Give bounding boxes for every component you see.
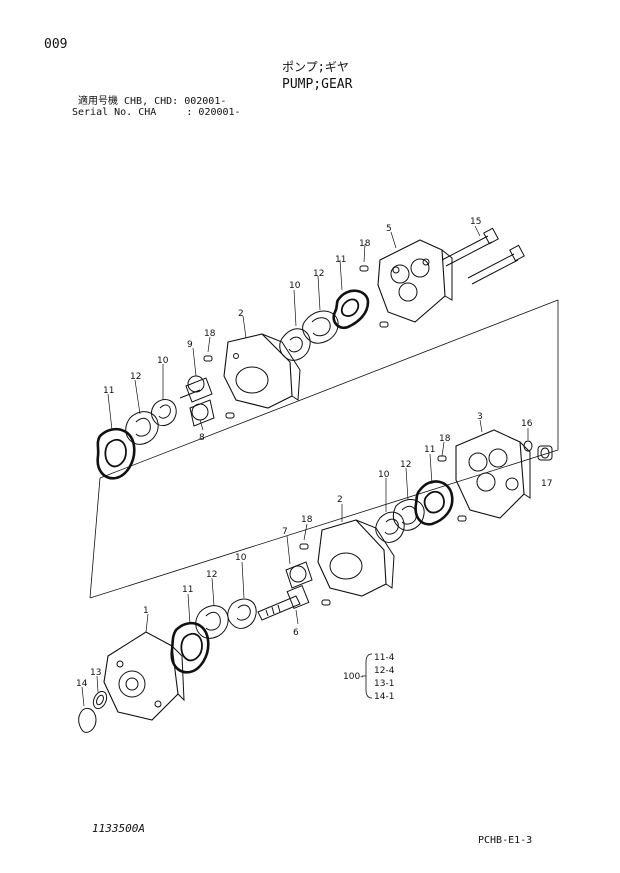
part-14-snap-ring xyxy=(78,707,97,733)
drawing-number: 1133500A xyxy=(92,822,145,835)
label-part-16: 16 xyxy=(521,419,533,429)
part-18-pin xyxy=(321,599,331,606)
label-part-3: 3 xyxy=(477,412,483,422)
kit-list: 100- 11-4 12-4 13-1 14-1 xyxy=(343,653,395,702)
label-part-6: 6 xyxy=(293,628,299,638)
kit-item: 12-4 xyxy=(374,666,395,676)
label-part-15: 15 xyxy=(470,217,481,227)
part-12-backup-ring xyxy=(392,499,425,531)
label-part-11: 11 xyxy=(103,386,114,396)
title-japanese: ポンプ;ギヤ xyxy=(282,60,349,74)
part-18-pin xyxy=(299,543,309,550)
part-12-backup-ring xyxy=(195,605,229,639)
label-part-7: 7 xyxy=(282,527,288,537)
label-part-10: 10 xyxy=(157,356,169,366)
label-part-1: 1 xyxy=(143,606,149,616)
assembly-axis-line-upper xyxy=(99,299,559,479)
label-part-2: 2 xyxy=(337,495,343,505)
part-16-plug xyxy=(523,440,533,452)
label-part-5: 5 xyxy=(386,224,392,234)
kit-item: 11-4 xyxy=(374,653,395,663)
label-part-12: 12 xyxy=(206,570,217,580)
label-part-9: 9 xyxy=(187,340,193,350)
part-2-pump-body xyxy=(223,333,301,409)
part-11-seal xyxy=(96,427,136,480)
title-english: PUMP;GEAR xyxy=(282,77,353,92)
part-10-gasket xyxy=(227,598,257,629)
label-part-17: 17 xyxy=(541,479,552,489)
part-12-backup-ring xyxy=(302,310,339,344)
label-part-14: 14 xyxy=(76,679,88,689)
part-18-pin xyxy=(457,515,467,522)
part-17-bushing xyxy=(537,445,553,461)
part-18-pin xyxy=(203,355,213,362)
part-18-pin xyxy=(359,265,369,272)
part-6-drive-shaft xyxy=(257,585,310,621)
label-part-10: 10 xyxy=(378,470,390,480)
label-part-18: 18 xyxy=(439,434,451,444)
part-7-driven-gear xyxy=(285,561,313,589)
part-18-pin xyxy=(225,412,235,419)
part-11-seal xyxy=(170,621,210,674)
part-2-pump-body xyxy=(317,519,395,597)
label-part-11: 11 xyxy=(335,255,346,265)
kit-bracket xyxy=(362,653,373,699)
part-11-seal xyxy=(332,289,370,330)
kit-number: 100- xyxy=(343,672,363,682)
label-part-18: 18 xyxy=(301,515,313,525)
assembly-axis-line-left xyxy=(89,477,101,599)
label-part-10: 10 xyxy=(289,281,301,291)
label-part-12: 12 xyxy=(313,269,324,279)
part-13-oil-seal xyxy=(92,690,108,710)
part-15-bolts xyxy=(441,227,525,285)
label-part-13: 13 xyxy=(90,668,101,678)
label-part-18: 18 xyxy=(204,329,216,339)
part-5-rear-cover xyxy=(377,239,453,323)
part-1-front-housing xyxy=(103,631,185,721)
part-10-gasket xyxy=(279,328,311,361)
kit-item: 13-1 xyxy=(374,679,394,689)
label-part-12: 12 xyxy=(400,460,411,470)
part-18-pin xyxy=(379,321,389,328)
page-number: 009 xyxy=(44,37,68,52)
label-part-8: 8 xyxy=(199,433,205,443)
label-part-12: 12 xyxy=(130,372,141,382)
part-18-pin xyxy=(437,455,447,462)
label-part-2: 2 xyxy=(238,309,244,319)
part-8-driven-gear xyxy=(189,399,215,427)
kit-item: 14-1 xyxy=(374,692,394,702)
serial-line-2: Serial No. CHA : 020001- xyxy=(72,107,241,118)
label-part-11: 11 xyxy=(424,445,435,455)
page-code: PCHB-E1-3 xyxy=(478,835,533,846)
part-11-seal xyxy=(414,480,454,526)
part-10-gasket xyxy=(375,511,405,543)
serial-line-1: 適用号機 CHB, CHD: 002001- xyxy=(78,96,227,107)
label-part-10: 10 xyxy=(235,553,247,563)
part-12-backup-ring xyxy=(125,411,159,445)
label-part-18: 18 xyxy=(359,239,371,249)
part-10-gasket xyxy=(151,399,177,427)
part-9-drive-gear xyxy=(179,375,213,403)
label-part-11: 11 xyxy=(182,585,193,595)
part-3-front-cover xyxy=(455,429,531,519)
